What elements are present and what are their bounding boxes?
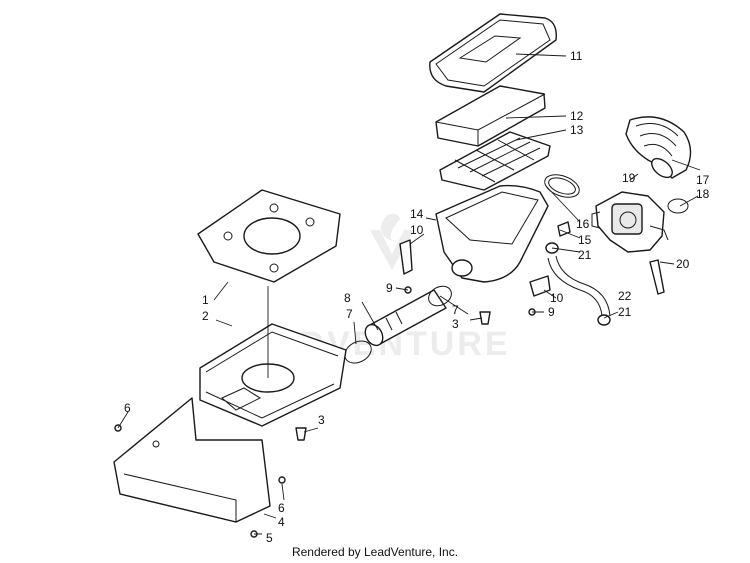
callout-7b: 7 xyxy=(452,303,459,317)
part-7-tube-clamps[interactable] xyxy=(341,282,455,367)
callout-14: 14 xyxy=(410,207,424,221)
part-11-airbox-cover[interactable] xyxy=(429,13,557,93)
callout-21b: 21 xyxy=(618,305,632,319)
callout-16: 16 xyxy=(576,217,590,231)
callout-12: 12 xyxy=(570,109,584,123)
callout-4: 4 xyxy=(278,515,285,529)
part-4-heat-shield[interactable] xyxy=(113,397,271,523)
part-6-screws[interactable] xyxy=(114,424,286,484)
callout-8: 8 xyxy=(344,291,351,305)
part-17-intake-boot[interactable] xyxy=(625,116,692,181)
callout-9b: 9 xyxy=(548,305,555,319)
render-credit: Rendered by LeadVenture, Inc. xyxy=(291,545,459,559)
part-8-intake-tube[interactable] xyxy=(362,289,447,348)
callout-18: 18 xyxy=(696,187,710,201)
part-3-grommets[interactable] xyxy=(295,311,491,441)
callout-3a: 3 xyxy=(452,317,459,331)
part-2-lower-airbox[interactable] xyxy=(199,286,347,427)
callouts: 11 12 13 14 10 16 15 21 19 17 18 20 22 2… xyxy=(124,49,710,545)
part-19-carburetor[interactable] xyxy=(591,191,669,253)
callout-15: 15 xyxy=(578,233,592,247)
callout-10a: 10 xyxy=(410,223,424,237)
callout-19: 19 xyxy=(622,171,636,185)
callout-11: 11 xyxy=(570,49,583,63)
part-18-clamp[interactable] xyxy=(667,198,689,214)
part-12-air-filter[interactable] xyxy=(435,85,546,147)
callout-20: 20 xyxy=(676,257,690,271)
callout-10b: 10 xyxy=(550,291,564,305)
callout-9a: 9 xyxy=(386,281,393,295)
leader-lines xyxy=(117,53,701,535)
part-20-vent-hose[interactable] xyxy=(649,259,665,295)
callout-7a: 7 xyxy=(346,307,353,321)
callout-17: 17 xyxy=(696,173,710,187)
callout-21a: 21 xyxy=(578,248,592,262)
part-13-filter-cage[interactable] xyxy=(439,131,551,191)
callout-1: 1 xyxy=(202,293,209,307)
callout-5: 5 xyxy=(266,531,273,545)
callout-2: 2 xyxy=(202,309,209,323)
part-15-bracket[interactable] xyxy=(557,221,571,237)
part-16-clamp[interactable] xyxy=(542,170,583,201)
callout-13: 13 xyxy=(570,123,584,137)
callout-3b: 3 xyxy=(318,413,325,427)
part-14-airbox-base[interactable] xyxy=(435,184,549,283)
callout-22: 22 xyxy=(618,289,632,303)
part-1-gasket-plate[interactable] xyxy=(197,189,341,283)
callout-6b: 6 xyxy=(278,501,285,515)
part-22-drain-hose[interactable] xyxy=(547,255,611,317)
callout-6a: 6 xyxy=(124,401,131,415)
